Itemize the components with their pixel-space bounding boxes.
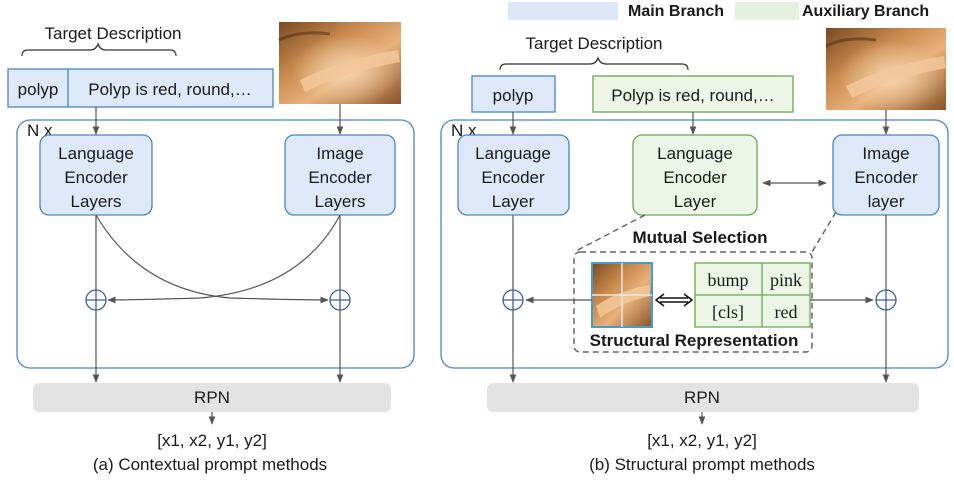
output-label: [x1, x2, y1, y2] bbox=[157, 431, 267, 450]
token-polyp: polyp bbox=[493, 86, 534, 105]
token-description: Polyp is red, round,… bbox=[611, 86, 774, 105]
output-label: [x1, x2, y1, y2] bbox=[647, 431, 757, 450]
word-grid bbox=[694, 262, 811, 328]
language-encoder-main-line3: Layer bbox=[492, 192, 535, 211]
image-encoder-line2: Encoder bbox=[308, 168, 372, 187]
panel-a: Target Description polyp Polyp is red, r… bbox=[7, 22, 415, 474]
mutual-selection-title: Mutual Selection bbox=[632, 228, 767, 247]
structural-representation-label: Structural Representation bbox=[590, 331, 799, 350]
language-encoder-line3: Layers bbox=[70, 192, 121, 211]
sum-node-language bbox=[502, 289, 524, 311]
language-encoder-aux-line3: Layer bbox=[674, 192, 717, 211]
language-encoder-main-line2: Encoder bbox=[481, 168, 545, 187]
image-encoder-line1: Image bbox=[862, 144, 909, 163]
image-encoder-line3: Layers bbox=[314, 192, 365, 211]
target-description-brace bbox=[21, 42, 177, 57]
endoscopy-image bbox=[278, 22, 401, 104]
legend-main-swatch bbox=[508, 2, 618, 20]
legend-aux-swatch bbox=[735, 2, 799, 20]
zoom-line-left bbox=[573, 214, 646, 253]
prompt-token-box bbox=[7, 68, 274, 108]
rpn-box bbox=[487, 383, 919, 412]
panel-a-caption: (a) Contextual prompt methods bbox=[93, 455, 327, 474]
rpn-label: RPN bbox=[194, 388, 230, 407]
token-description-box bbox=[592, 75, 794, 113]
legend-main-label: Main Branch bbox=[628, 3, 724, 20]
layer-stack-container bbox=[440, 119, 949, 369]
token-polyp-box bbox=[471, 75, 556, 113]
language-encoder-aux-line2: Encoder bbox=[663, 168, 727, 187]
image-encoder-line2: Encoder bbox=[854, 168, 918, 187]
token-polyp: polyp bbox=[18, 80, 59, 99]
image-encoder-line1: Image bbox=[316, 144, 363, 163]
word-cell-pink: pink bbox=[770, 270, 802, 290]
sum-node-image bbox=[329, 289, 351, 311]
layer-stack-container bbox=[16, 119, 415, 369]
image-patch-grid bbox=[591, 262, 653, 328]
panel-b-caption: (b) Structural prompt methods bbox=[589, 455, 815, 474]
language-encoder-aux-box bbox=[632, 134, 758, 216]
language-encoder-aux-line1: Language bbox=[657, 144, 733, 163]
legend: Main Branch Auxiliary Branch bbox=[508, 2, 929, 20]
rpn-label: RPN bbox=[684, 388, 720, 407]
word-cell-bump: bump bbox=[707, 270, 748, 290]
language-encoder-line2: Encoder bbox=[64, 168, 128, 187]
target-description-brace bbox=[499, 56, 689, 71]
image-encoder-line3: layer bbox=[868, 192, 905, 211]
language-encoder-main-line1: Language bbox=[475, 144, 551, 163]
cross-image-to-language bbox=[107, 214, 341, 304]
zoom-line-right bbox=[811, 211, 837, 253]
rpn-box bbox=[33, 383, 391, 412]
word-cell-red: red bbox=[775, 302, 798, 322]
language-encoder-line1: Language bbox=[58, 144, 134, 163]
panel-b: Target Description polyp Polyp is red, r… bbox=[440, 28, 949, 474]
cross-modal-link bbox=[654, 293, 694, 307]
sum-node-language bbox=[85, 289, 107, 311]
legend-aux-label: Auxiliary Branch bbox=[802, 3, 929, 20]
target-description-label: Target Description bbox=[44, 24, 181, 43]
cross-language-to-image bbox=[95, 214, 329, 304]
endoscopy-image bbox=[825, 28, 946, 110]
target-description-label: Target Description bbox=[525, 34, 662, 53]
sum-node-image bbox=[875, 289, 897, 311]
token-description: Polyp is red, round,… bbox=[88, 80, 251, 99]
word-cell-cls: [cls] bbox=[712, 302, 744, 322]
